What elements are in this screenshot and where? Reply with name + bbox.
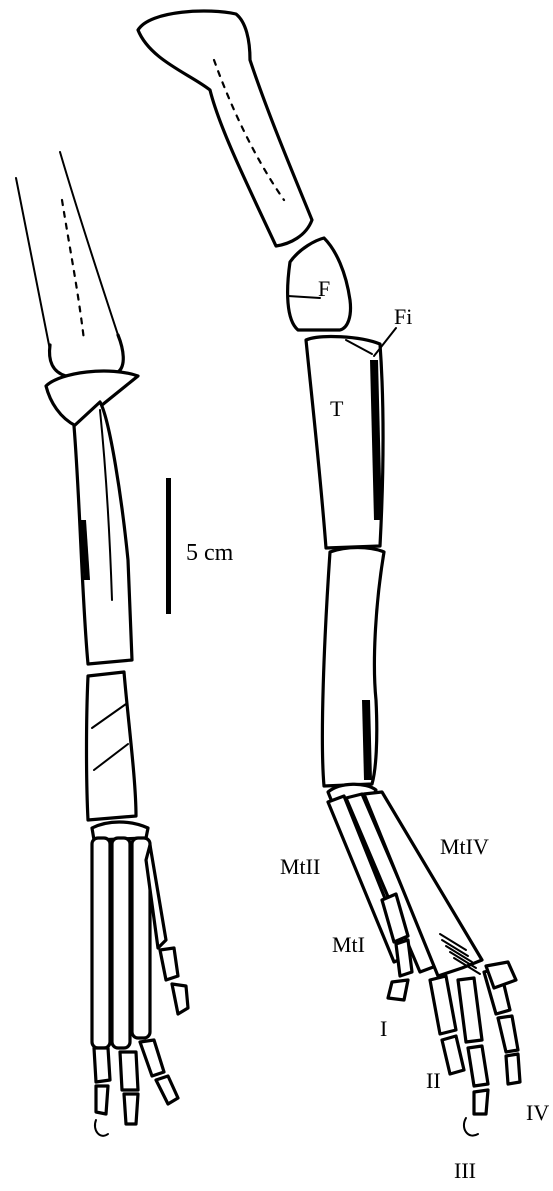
label-digit-iv: IV — [526, 1100, 549, 1125]
right-digits-ii-iv — [430, 962, 520, 1136]
label-metatarsal-iv: MtIV — [440, 834, 489, 859]
left-tarsus — [87, 672, 137, 820]
label-fibula: Fi — [394, 304, 412, 329]
left-metatarsals — [92, 822, 166, 1048]
label-femur: F — [318, 276, 330, 301]
label-digit-i: I — [380, 1016, 387, 1041]
scale-bar: 5 cm — [166, 478, 234, 614]
label-metatarsal-i: MtI — [332, 932, 365, 957]
left-tibia — [74, 402, 132, 664]
right-femur-upper — [138, 11, 312, 246]
label-metatarsal-ii: MtII — [280, 854, 320, 879]
label-digit-ii: II — [426, 1068, 441, 1093]
left-femur — [16, 152, 123, 376]
left-limb — [16, 152, 188, 1136]
scale-bar-line — [166, 478, 171, 614]
right-lower-bone — [322, 548, 384, 787]
label-digit-iii: III — [454, 1158, 476, 1183]
label-tibia: T — [330, 396, 344, 421]
right-tibia — [306, 337, 383, 548]
scale-bar-label: 5 cm — [186, 540, 234, 566]
right-limb — [138, 11, 520, 1136]
